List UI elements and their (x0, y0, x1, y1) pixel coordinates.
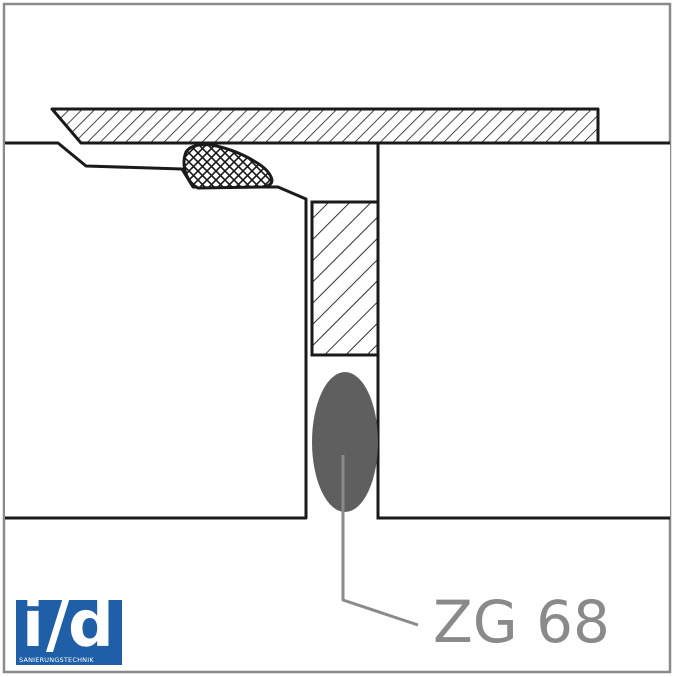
zg68-seal (312, 372, 378, 512)
callout-label: ZG 68 (433, 588, 610, 656)
logo-slash: / (46, 588, 70, 662)
callout-leader (341, 455, 419, 627)
logo-subtitle: SANIERUNGSTECHNIK (19, 656, 94, 664)
left-pipe-wall (5, 141, 308, 520)
lip-seal (182, 143, 274, 190)
gap-filler-block (310, 200, 380, 357)
company-logo: i / d SANIERUNGSTECHNIK (16, 588, 122, 665)
top-sleeve (50, 107, 600, 145)
right-pipe-wall (376, 141, 670, 520)
logo-letter-d: d (68, 588, 114, 662)
logo-letter-i: i (22, 588, 44, 662)
